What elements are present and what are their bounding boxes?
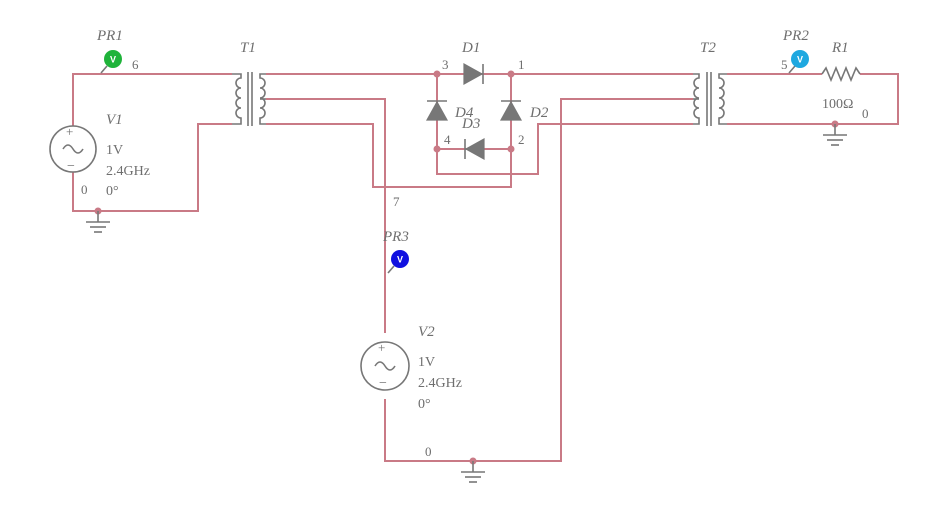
node-label-5: 5 bbox=[781, 57, 788, 72]
resistor-r1[interactable] bbox=[821, 65, 861, 83]
node-label-1: 1 bbox=[518, 57, 525, 72]
node-label-4: 4 bbox=[444, 132, 451, 147]
probe-pr3[interactable]: V bbox=[387, 250, 409, 274]
t2-ref-label: T2 bbox=[700, 40, 716, 56]
wire-load-return[interactable] bbox=[727, 73, 899, 125]
diode-d1[interactable] bbox=[463, 62, 484, 86]
pr3-ref-label: PR3 bbox=[382, 229, 409, 245]
d2-ref-label: D2 bbox=[529, 105, 549, 121]
junction-node3 bbox=[433, 70, 441, 78]
svg-text:+: + bbox=[66, 124, 73, 139]
svg-text:+: + bbox=[378, 340, 385, 355]
v2-phase-label: 0° bbox=[418, 397, 431, 412]
wire-ground-return[interactable] bbox=[384, 98, 693, 462]
ground-r1 bbox=[823, 124, 847, 146]
junctions bbox=[94, 70, 839, 465]
probe-pr3-letter: V bbox=[397, 255, 403, 265]
node-labels: 6 0 3 1 4 2 7 5 0 0 bbox=[81, 57, 869, 459]
node-label-0-v2: 0 bbox=[425, 444, 432, 459]
node-label-7: 7 bbox=[393, 194, 400, 209]
r1-value-label: 100Ω bbox=[822, 97, 853, 112]
v1-ref-label: V1 bbox=[106, 112, 123, 128]
wire-t1-sec-bottom[interactable] bbox=[266, 123, 512, 188]
wire-node4-loop[interactable] bbox=[436, 123, 661, 175]
diode-d2[interactable] bbox=[499, 100, 523, 121]
wires bbox=[72, 73, 899, 462]
probe-pr2-letter: V bbox=[797, 55, 803, 65]
node-label-0-v1: 0 bbox=[81, 182, 88, 197]
t1-ref-label: T1 bbox=[240, 40, 256, 56]
v1-phase-label: 0° bbox=[106, 184, 119, 199]
probe-pr3-marker bbox=[391, 250, 409, 268]
probe-pr1-marker bbox=[104, 50, 122, 68]
node-label-6: 6 bbox=[132, 57, 139, 72]
svg-text:−: − bbox=[379, 376, 387, 391]
svg-text:−: − bbox=[67, 159, 75, 174]
pr1-ref-label: PR1 bbox=[96, 28, 123, 44]
diode-d4[interactable] bbox=[425, 100, 449, 121]
junction-node2 bbox=[507, 145, 515, 153]
v1-voltage-label: 1V bbox=[106, 143, 123, 158]
probe-pr1[interactable]: V bbox=[100, 50, 122, 74]
node-label-0-r1: 0 bbox=[862, 106, 869, 121]
d3-ref-label: D3 bbox=[461, 116, 480, 132]
transformer-t2[interactable] bbox=[693, 72, 727, 126]
node-label-2: 2 bbox=[518, 132, 525, 147]
wire-v1-bottom[interactable] bbox=[72, 123, 232, 212]
probe-pr1-letter: V bbox=[110, 55, 116, 65]
v2-frequency-label: 2.4GHz bbox=[418, 376, 462, 391]
v2-ref-label: V2 bbox=[418, 324, 435, 340]
r1-ref-label: R1 bbox=[831, 40, 849, 56]
source-v2[interactable]: + − bbox=[360, 340, 410, 391]
v2-voltage-label: 1V bbox=[418, 355, 435, 370]
transformer-t1[interactable] bbox=[232, 72, 266, 126]
wire-v1-top[interactable] bbox=[72, 73, 198, 126]
diode-d3[interactable] bbox=[464, 137, 485, 161]
ground-v1 bbox=[86, 211, 110, 233]
pr2-ref-label: PR2 bbox=[782, 28, 809, 44]
sine-icon bbox=[62, 144, 84, 154]
sine-icon bbox=[374, 361, 396, 371]
d1-ref-label: D1 bbox=[461, 40, 480, 56]
wire-t1-center-tap[interactable] bbox=[266, 98, 386, 333]
node-label-3: 3 bbox=[442, 57, 449, 72]
ground-v2 bbox=[461, 461, 485, 483]
junction-node4 bbox=[433, 145, 441, 153]
probe-pr2-marker bbox=[791, 50, 809, 68]
d4-ref-label: D4 bbox=[454, 105, 474, 121]
probe-pr2[interactable]: V bbox=[788, 50, 809, 74]
junction-node1 bbox=[507, 70, 515, 78]
v1-frequency-label: 2.4GHz bbox=[106, 164, 150, 179]
source-v1[interactable]: + − bbox=[49, 124, 97, 174]
